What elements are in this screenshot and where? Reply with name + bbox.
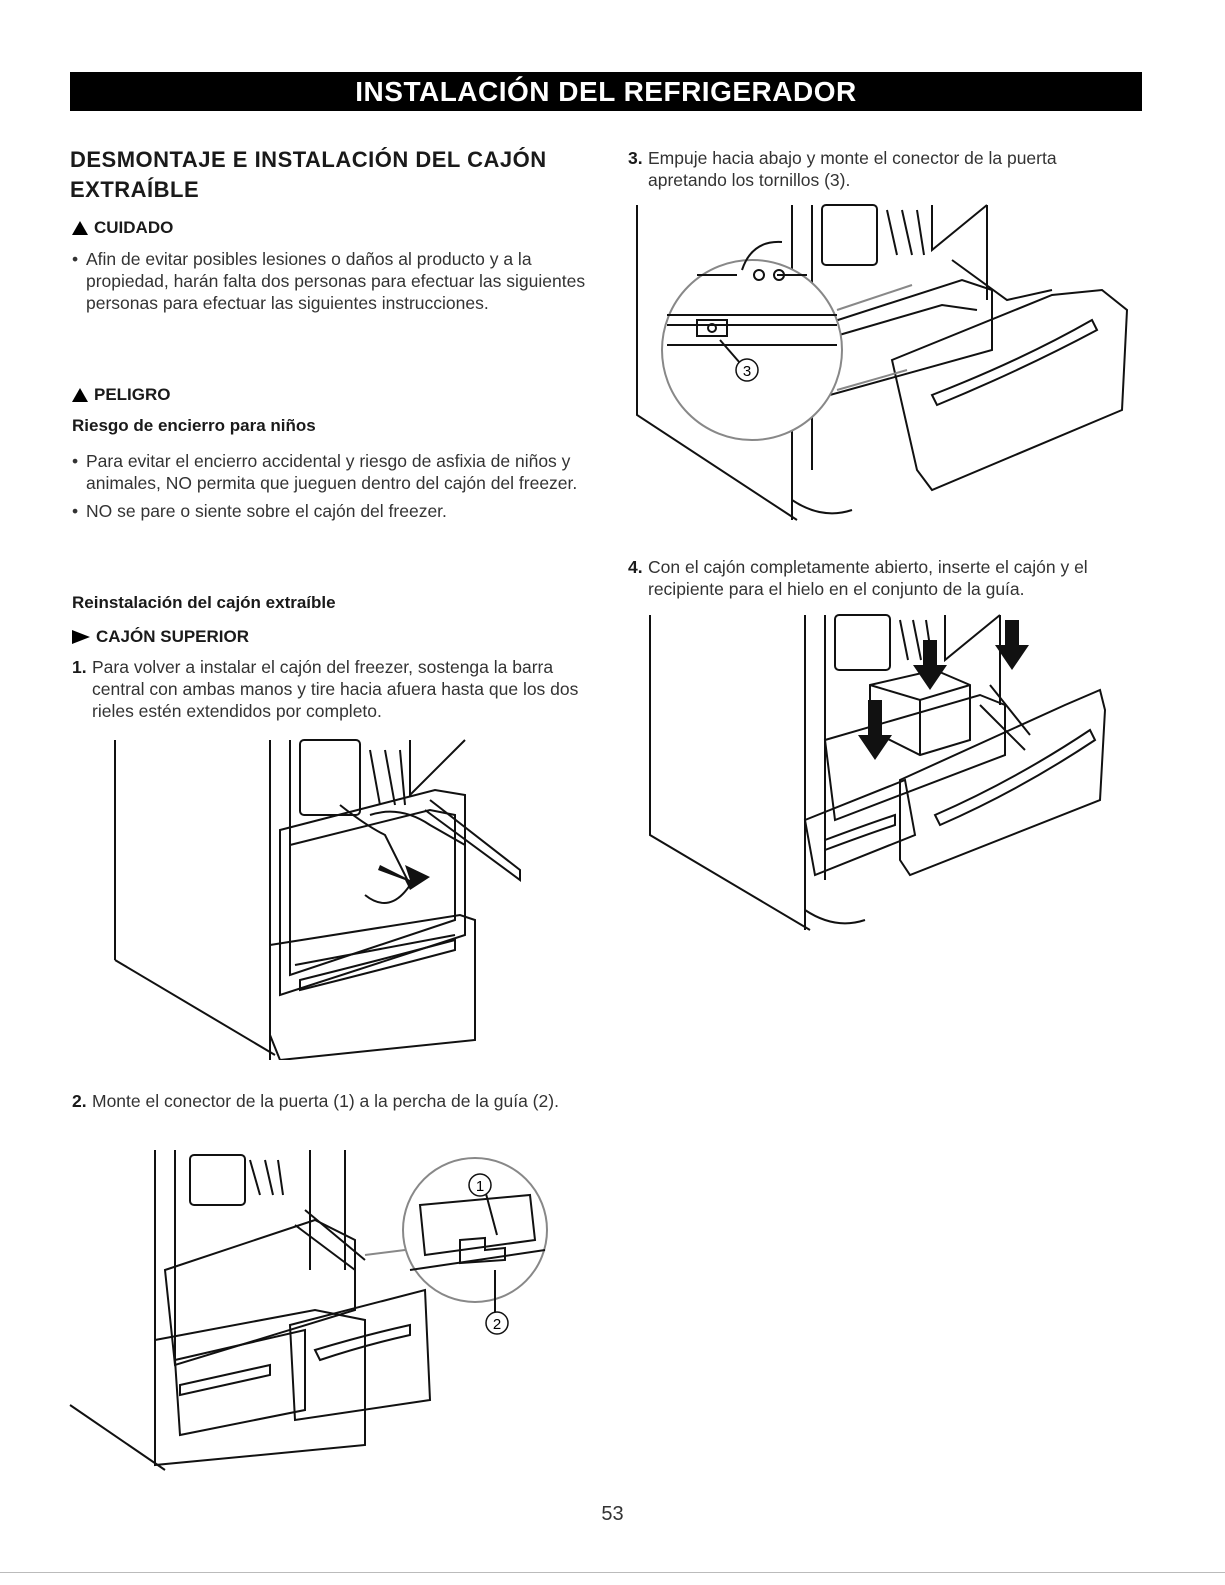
step-4: 4.Con el cajón completamente abierto, in…	[628, 557, 1088, 599]
callout-2-circle	[485, 1311, 509, 1335]
callout-3-label: 3	[743, 363, 751, 380]
upper-drawer-label: CAJÓN SUPERIOR	[96, 627, 250, 646]
danger-bullet-2: •NO se pare o siente sobre el cajón del …	[72, 501, 447, 521]
caution-heading: CUIDADO	[72, 218, 592, 238]
step-2: 2.Monte el conector de la puerta (1) a l…	[72, 1091, 559, 1111]
reinstall-block: Reinstalación del cajón extraíble CAJÓN …	[72, 593, 592, 722]
step-4-block: 4.Con el cajón completamente abierto, in…	[628, 556, 1138, 600]
section-title-line2: EXTRAÍBLE	[70, 177, 200, 202]
danger-block: PELIGRO Riesgo de encierro para niños •P…	[72, 385, 592, 522]
danger-label: PELIGRO	[94, 385, 171, 404]
caution-bullet: •Afin de evitar posibles lesiones o daño…	[72, 249, 586, 313]
callout-2-label: 2	[493, 1316, 501, 1333]
figure-door-connector-mount: 1 2	[69, 1150, 548, 1471]
warning-triangle-icon	[72, 221, 88, 235]
callout-1-circle	[468, 1173, 492, 1197]
caution-block: CUIDADO •Afin de evitar posibles lesione…	[72, 218, 592, 314]
danger-heading: PELIGRO	[72, 385, 592, 405]
page-bottom-rule	[0, 1572, 1225, 1573]
upper-drawer-heading: CAJÓN SUPERIOR	[72, 627, 592, 647]
step-2-block: 2.Monte el conector de la puerta (1) a l…	[72, 1090, 592, 1112]
danger-bullet-1: •Para evitar el encierro accidental y ri…	[72, 451, 578, 493]
callout-3-circle	[735, 358, 759, 382]
danger-subtitle: Riesgo de encierro para niños	[72, 416, 316, 435]
page-number: 53	[601, 1503, 624, 1525]
page-header-banner: INSTALACIÓN DEL REFRIGERADOR	[70, 72, 1142, 111]
figure-insert-drawer-ice-bin	[649, 614, 1107, 931]
step-1: 1.Para volver a instalar el cajón del fr…	[72, 657, 579, 721]
callout-1-label: 1	[476, 1178, 484, 1195]
figure-drawer-pull-out	[114, 739, 521, 1060]
play-arrow-icon	[72, 630, 90, 644]
reinstall-title: Reinstalación del cajón extraíble	[72, 593, 336, 612]
step-3: 3.Empuje hacia abajo y monte el conector…	[628, 148, 1057, 190]
warning-triangle-icon	[72, 388, 88, 402]
step-3-block: 3.Empuje hacia abajo y monte el conector…	[628, 147, 1138, 191]
caution-label: CUIDADO	[94, 218, 174, 237]
figure-tighten-screws: 3	[636, 204, 1129, 521]
section-title-line1: DESMONTAJE E INSTALACIÓN DEL CAJÓN	[70, 147, 547, 172]
left-column: DESMONTAJE E INSTALACIÓN DEL CAJÓN EXTRA…	[70, 145, 590, 205]
